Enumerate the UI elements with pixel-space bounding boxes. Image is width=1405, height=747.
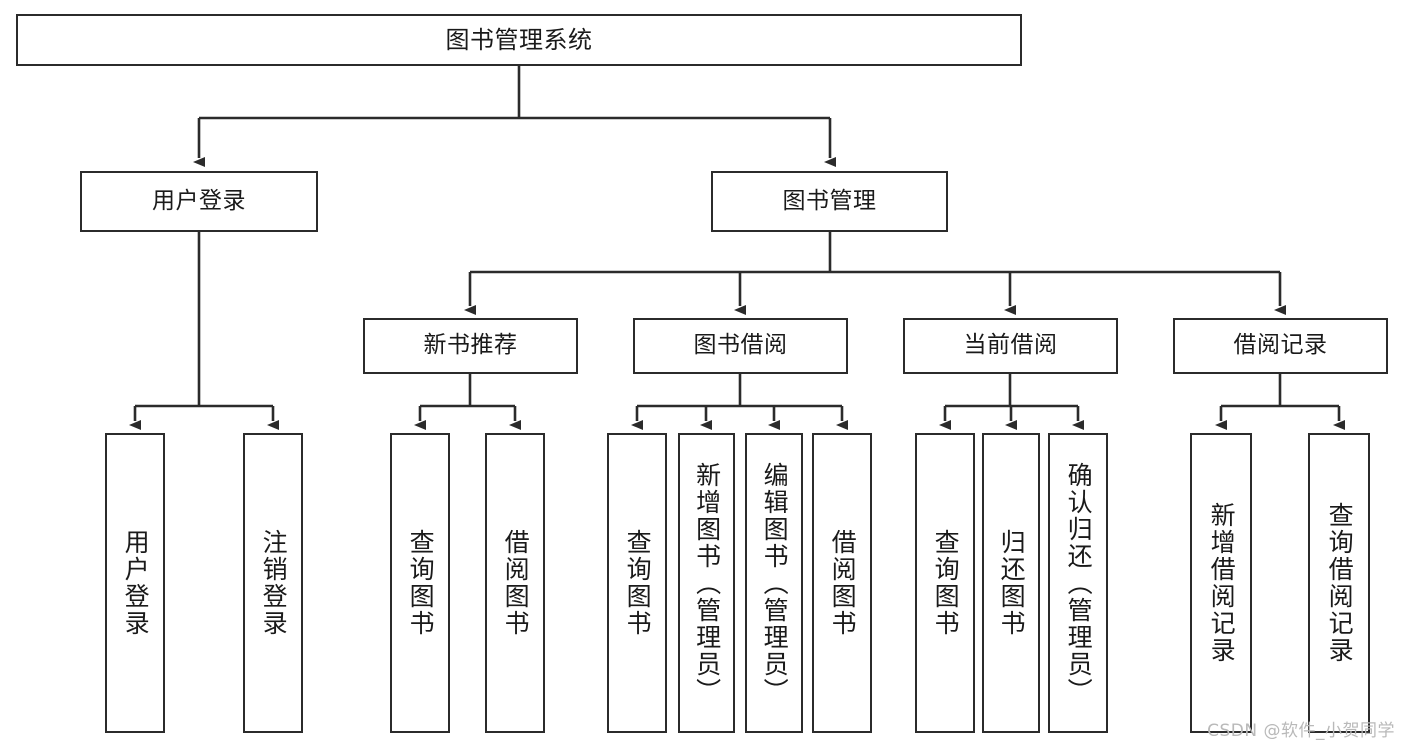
node-leaf-confirm-return-admin-label: 确认归还（管理员） (1064, 461, 1094, 705)
node-user-login[interactable]: 用户登录 (80, 171, 318, 232)
node-leaf-return-book[interactable]: 归还图书 (982, 433, 1040, 733)
node-leaf-user-login-label: 用户登录 (121, 529, 151, 637)
node-leaf-query-book-borrow[interactable]: 查询图书 (607, 433, 667, 733)
node-book-manage[interactable]: 图书管理 (711, 171, 948, 232)
node-new-book-rec[interactable]: 新书推荐 (363, 318, 578, 374)
node-leaf-query-borrow-record[interactable]: 查询借阅记录 (1308, 433, 1370, 733)
node-leaf-query-book-rec-label: 查询图书 (406, 529, 436, 637)
node-book-manage-label: 图书管理 (782, 187, 877, 214)
node-leaf-user-logout-label: 注销登录 (259, 529, 289, 637)
node-leaf-add-borrow-record[interactable]: 新增借阅记录 (1190, 433, 1252, 733)
node-borrow-record[interactable]: 借阅记录 (1173, 318, 1388, 374)
node-leaf-borrow-book[interactable]: 借阅图书 (812, 433, 872, 733)
node-leaf-add-borrow-record-label: 新增借阅记录 (1207, 502, 1237, 664)
node-leaf-borrow-book-rec-label: 借阅图书 (501, 529, 531, 637)
node-leaf-query-book-rec[interactable]: 查询图书 (390, 433, 450, 733)
node-root-label: 图书管理系统 (445, 25, 593, 54)
node-leaf-edit-book-admin[interactable]: 编辑图书（管理员） (745, 433, 803, 733)
node-book-borrow[interactable]: 图书借阅 (633, 318, 848, 374)
node-current-borrow[interactable]: 当前借阅 (903, 318, 1118, 374)
node-new-book-rec-label: 新书推荐 (423, 332, 518, 359)
node-leaf-query-book-borrow-label: 查询图书 (623, 529, 653, 637)
node-leaf-borrow-book-rec[interactable]: 借阅图书 (485, 433, 545, 733)
node-leaf-add-book-admin-label: 新增图书（管理员） (692, 461, 722, 705)
node-leaf-borrow-book-label: 借阅图书 (828, 529, 858, 637)
node-borrow-record-label: 借阅记录 (1233, 332, 1328, 359)
node-leaf-query-book-cur[interactable]: 查询图书 (915, 433, 975, 733)
node-leaf-user-logout[interactable]: 注销登录 (243, 433, 303, 733)
node-leaf-user-login[interactable]: 用户登录 (105, 433, 165, 733)
node-book-borrow-label: 图书借阅 (693, 332, 788, 359)
node-leaf-query-book-cur-label: 查询图书 (931, 529, 961, 637)
csdn-watermark: CSDN @软件_小贺同学 (1207, 721, 1395, 741)
node-leaf-confirm-return-admin[interactable]: 确认归还（管理员） (1048, 433, 1108, 733)
node-leaf-edit-book-admin-label: 编辑图书（管理员） (760, 461, 790, 705)
node-leaf-query-borrow-record-label: 查询借阅记录 (1325, 502, 1355, 664)
node-user-login-label: 用户登录 (152, 187, 246, 214)
node-root[interactable]: 图书管理系统 (16, 14, 1022, 66)
node-leaf-return-book-label: 归还图书 (997, 529, 1027, 637)
node-leaf-add-book-admin[interactable]: 新增图书（管理员） (678, 433, 735, 733)
node-current-borrow-label: 当前借阅 (963, 332, 1058, 359)
